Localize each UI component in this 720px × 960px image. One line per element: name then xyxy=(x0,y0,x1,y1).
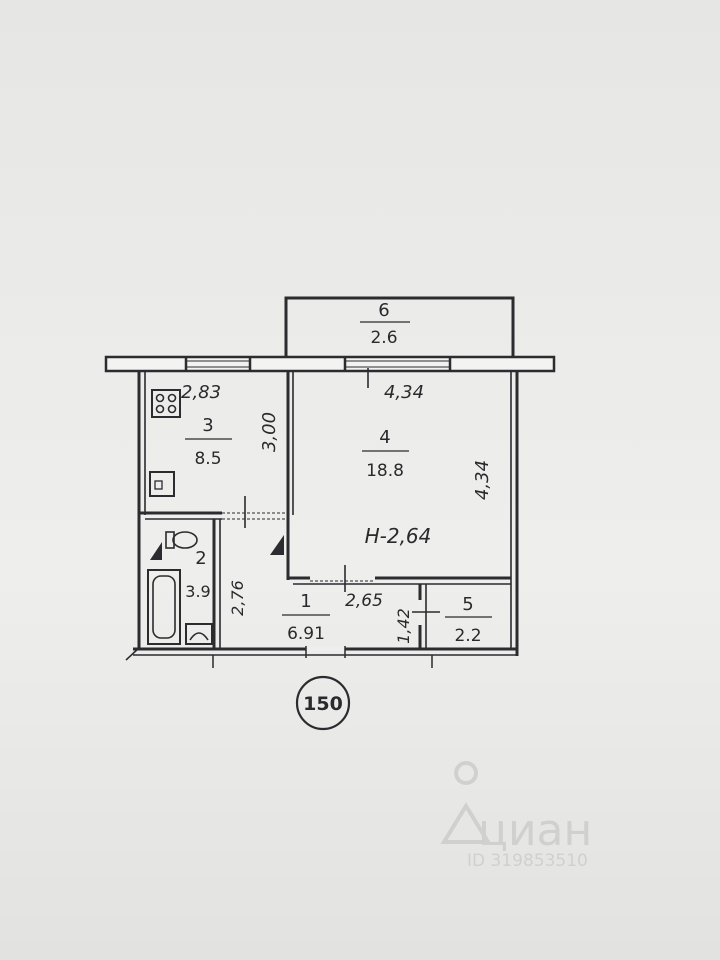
room-3-area: 8.5 xyxy=(194,449,221,469)
plan-id-text: 150 xyxy=(303,693,343,715)
hall-width-dimension: 2,65 xyxy=(345,591,383,611)
plan-id-badge: 150 xyxy=(295,675,351,731)
hall-length-dimension: 2,76 xyxy=(228,580,247,616)
interior-walls xyxy=(139,368,511,648)
room-3-number: 3 xyxy=(202,415,213,436)
room-5-label: 5 2.2 xyxy=(445,594,492,646)
watermark-brand: циан xyxy=(478,805,592,856)
room-6-number: 6 xyxy=(378,300,389,321)
exterior-walls xyxy=(104,355,556,668)
room-4-number: 4 xyxy=(379,427,390,448)
room-2-number: 2 xyxy=(195,548,206,569)
bathtub-icon xyxy=(147,569,181,645)
watermark-listing-id: ID 319853510 xyxy=(467,851,588,871)
ceiling-height-label: H-2,64 xyxy=(365,524,432,548)
toilet-icon xyxy=(165,531,198,549)
fixtures xyxy=(147,389,213,645)
room-1-label: 1 6.91 xyxy=(282,591,330,644)
kitchen-length-dimension: 3,00 xyxy=(259,412,280,452)
room-5-area: 2.2 xyxy=(454,626,481,646)
room-6-area: 2.6 xyxy=(370,328,397,348)
room-6-label: 6 2.6 xyxy=(360,300,410,348)
room-3-label: 3 8.5 xyxy=(185,415,232,469)
room-4-area: 18.8 xyxy=(366,461,404,481)
living-width-dimension: 4,34 xyxy=(384,382,424,403)
stove-icon xyxy=(151,389,181,418)
sink-icon xyxy=(149,471,175,497)
room-1-number: 1 xyxy=(300,591,311,612)
kitchen-width-dimension: 2,83 xyxy=(181,382,221,403)
storage-length-dimension: 1,42 xyxy=(394,608,413,644)
room-1-area: 6.91 xyxy=(287,624,325,644)
watermark: циан ID 319853510 xyxy=(440,761,592,871)
living-length-dimension: 4,34 xyxy=(472,460,493,500)
room-2-label: 2 3.9 xyxy=(185,548,210,601)
washbasin-icon xyxy=(185,623,213,645)
balcony-outline xyxy=(284,296,515,358)
room-5-number: 5 xyxy=(462,594,473,615)
room-4-label: 4 18.8 xyxy=(362,427,409,481)
location-pin-icon xyxy=(440,761,492,844)
room-2-area: 3.9 xyxy=(185,582,210,601)
